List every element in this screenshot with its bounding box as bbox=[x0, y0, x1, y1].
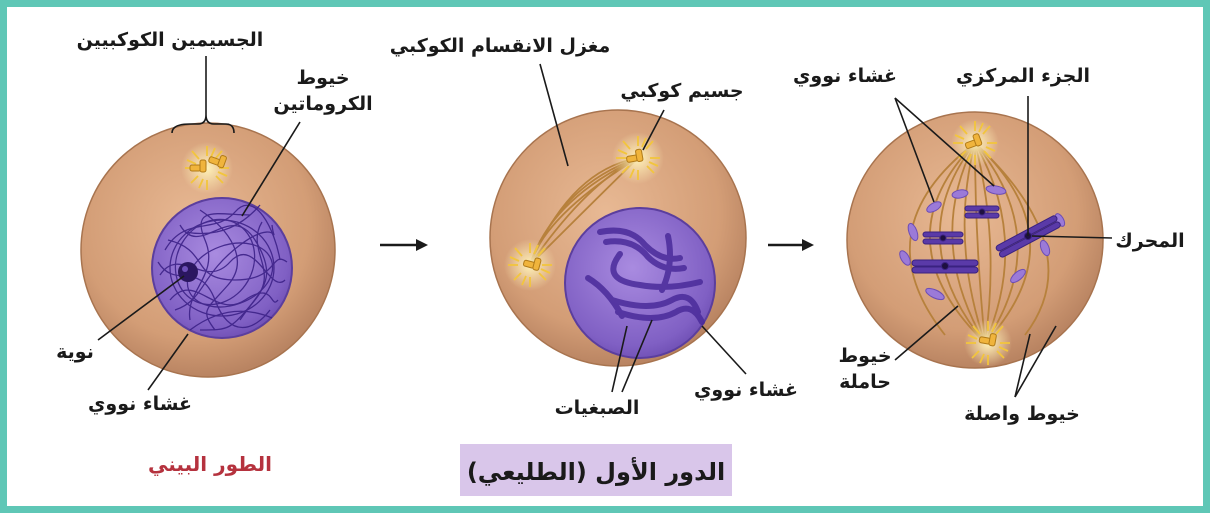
arrow-right-icon bbox=[380, 239, 428, 251]
label-aster: جسيم كوكبي bbox=[620, 80, 743, 102]
aster-bottom-icon bbox=[964, 319, 1012, 367]
early-prophase-cell bbox=[490, 110, 746, 366]
aster-top-right-icon bbox=[951, 119, 999, 167]
label-chromatin-1: خيوط bbox=[296, 67, 349, 89]
label-nuclear-membrane-2: غشاء نووي bbox=[694, 379, 798, 402]
late-prophase-cell bbox=[847, 112, 1103, 368]
label-chromosomes: الصبغيات bbox=[555, 397, 640, 419]
label-kinetochore: المحرك bbox=[1115, 230, 1184, 252]
label-centromere: الجزء المركزي bbox=[956, 65, 1090, 88]
label-chromatin-2: الكروماتين bbox=[273, 93, 372, 115]
interphase-cell bbox=[81, 123, 335, 377]
centrosome-icon bbox=[181, 142, 233, 194]
aster-left-icon bbox=[504, 239, 556, 291]
title-interphase: الطور البيني bbox=[148, 452, 272, 477]
label-centrosomes: الجسيمين الكوكبيين bbox=[77, 29, 264, 51]
aster-top-icon bbox=[612, 132, 664, 184]
label-spindle: مغزل الانقسام الكوكبي bbox=[390, 35, 611, 57]
label-nucleolus: نوية bbox=[56, 341, 94, 363]
label-carrier-1: خيوط bbox=[838, 345, 891, 367]
title-prophase: الدور الأول (الطليعي) bbox=[467, 457, 725, 486]
arrow-right-icon bbox=[768, 239, 814, 251]
label-connecting: خيوط واصلة bbox=[964, 403, 1080, 425]
label-nuclear-membrane-3: غشاء نووي bbox=[793, 65, 897, 88]
label-nuclear-membrane-1: غشاء نووي bbox=[88, 393, 192, 416]
label-carrier-2: حاملة bbox=[839, 371, 891, 393]
stage-box: الدور الأول (الطليعي) bbox=[460, 444, 732, 496]
